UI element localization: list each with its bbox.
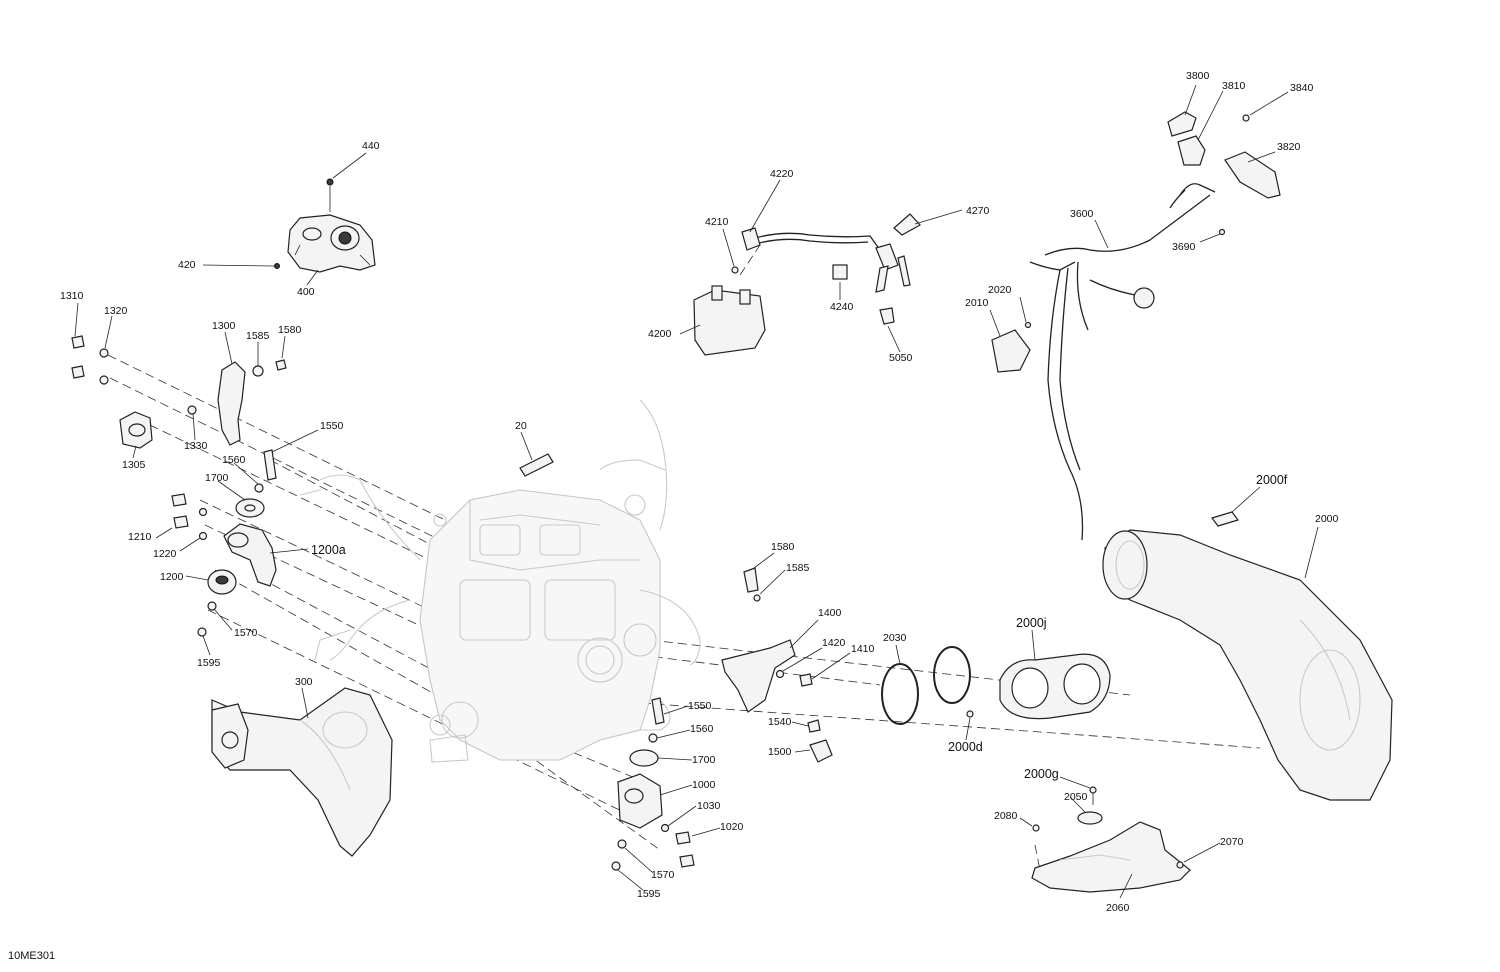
callout-1580-right: 1580 (771, 541, 795, 553)
callout-4270: 4270 (966, 205, 990, 217)
callout-2030: 2030 (883, 632, 907, 644)
callout-440: 440 (362, 140, 380, 152)
callout-1700-upper: 1700 (205, 472, 229, 484)
callout-1210: 1210 (128, 531, 152, 543)
callout-1030: 1030 (697, 800, 721, 812)
callout-1580-upper: 1580 (278, 324, 302, 336)
callout-1020: 1020 (720, 821, 744, 833)
callout-1500: 1500 (768, 746, 792, 758)
assembly-dashed-lines (107, 244, 1261, 871)
callout-300: 300 (295, 676, 313, 688)
part-20-dowel (519, 453, 554, 477)
callout-2080: 2080 (994, 810, 1018, 822)
callout-4220: 4220 (770, 168, 794, 180)
part-1400-bracket (721, 567, 833, 763)
callout-1560-upper: 1560 (222, 454, 246, 466)
callout-4240: 4240 (830, 301, 854, 313)
callout-3810: 3810 (1222, 80, 1246, 92)
callout-3820: 3820 (1277, 141, 1301, 153)
callout-1700-lower: 1700 (692, 754, 716, 766)
part-3800-connector (1167, 111, 1281, 236)
callout-1560-lower: 1560 (690, 723, 714, 735)
callout-2000f: 2000f (1256, 473, 1288, 487)
callout-1310: 1310 (60, 290, 84, 302)
callout-4210: 4210 (705, 216, 729, 228)
callout-1420: 1420 (822, 637, 846, 649)
callout-3800: 3800 (1186, 70, 1210, 82)
callout-20: 20 (515, 420, 527, 432)
callout-3840: 3840 (1290, 82, 1314, 94)
callout-1400: 1400 (818, 607, 842, 619)
callout-3690: 3690 (1172, 241, 1196, 253)
part-1000-mount (611, 697, 695, 871)
callout-1410: 1410 (851, 643, 875, 655)
callout-1595-lower: 1595 (637, 888, 661, 900)
callout-1585-right: 1585 (786, 562, 810, 574)
callout-1585-upper: 1585 (246, 330, 270, 342)
part-2030-clamps (881, 646, 974, 725)
part-300-heat-shield (211, 687, 393, 857)
callout-2000: 2000 (1315, 513, 1339, 525)
part-4220-harness (741, 213, 921, 325)
callout-1300: 1300 (212, 320, 236, 332)
part-1200-mount (171, 449, 277, 637)
figure-code: 10ME301 (8, 950, 56, 962)
callout-1220: 1220 (153, 548, 177, 560)
part-1300-bracket (71, 335, 287, 449)
engine-block (299, 399, 701, 763)
callout-1330: 1330 (184, 440, 208, 452)
part-4200-ignition-coil (693, 266, 766, 356)
callout-1595-left: 1595 (197, 657, 221, 669)
callout-1305: 1305 (122, 459, 146, 471)
callout-2060: 2060 (1106, 902, 1130, 914)
part-2000j-gasket (999, 653, 1111, 720)
callout-2000d: 2000d (948, 740, 983, 754)
callout-2020: 2020 (988, 284, 1012, 296)
part-2000-airbox (1102, 511, 1393, 801)
callout-3600: 3600 (1070, 208, 1094, 220)
callout-1320: 1320 (104, 305, 128, 317)
callout-2000j: 2000j (1016, 616, 1047, 630)
callout-1540: 1540 (768, 716, 792, 728)
callout-420: 420 (178, 259, 196, 271)
callout-1570-lower: 1570 (651, 869, 675, 881)
callout-1570-left: 1570 (234, 627, 258, 639)
part-3600-wiring (1029, 183, 1216, 541)
leader-lines (74, 84, 1319, 899)
part-2060-bracket (1031, 786, 1191, 893)
callout-5050: 5050 (889, 352, 913, 364)
callout-2050: 2050 (1064, 791, 1088, 803)
callout-1200: 1200 (160, 571, 184, 583)
callout-2010: 2010 (965, 297, 989, 309)
callout-1000: 1000 (692, 779, 716, 791)
callout-400: 400 (297, 286, 315, 298)
callout-4200: 4200 (648, 328, 672, 340)
callout-2070: 2070 (1220, 836, 1244, 848)
callout-1200a: 1200a (311, 543, 346, 557)
callout-1550-lower: 1550 (688, 700, 712, 712)
part-400 (274, 178, 376, 273)
callout-2000g: 2000g (1024, 767, 1059, 781)
callout-1550-upper: 1550 (320, 420, 344, 432)
part-2010-sensor (991, 321, 1032, 373)
